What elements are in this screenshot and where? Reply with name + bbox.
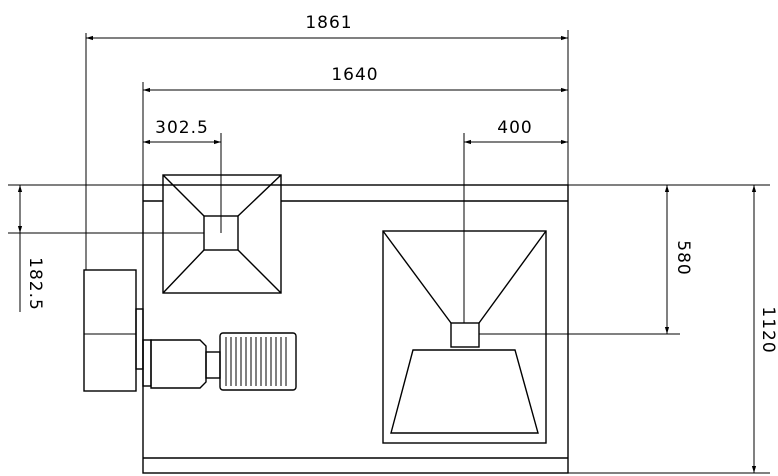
dimension-label: 1861 xyxy=(305,13,352,33)
dimension-label: 400 xyxy=(497,118,532,138)
dimension-frame-width: 1640 xyxy=(142,65,568,185)
main-frame xyxy=(142,184,569,474)
dimension-label: 182.5 xyxy=(25,257,45,311)
left-hopper xyxy=(162,174,282,294)
dimension-overall-height: 1120 xyxy=(568,184,778,474)
dimension-label: 302.5 xyxy=(155,118,209,138)
dimension-right-hopper-offset: 400 xyxy=(463,118,568,323)
dimension-left-hopper-vertical: 182.5 xyxy=(8,184,204,312)
dimension-label: 1640 xyxy=(331,65,378,85)
dimension-overall-width: 1861 xyxy=(85,13,569,270)
dimension-right-hopper-vertical: 580 xyxy=(479,184,693,335)
dimension-label: 1120 xyxy=(758,306,778,353)
dimension-left-hopper-offset: 302.5 xyxy=(143,118,222,233)
dimension-label: 580 xyxy=(673,240,693,275)
gear-motor xyxy=(83,269,297,392)
